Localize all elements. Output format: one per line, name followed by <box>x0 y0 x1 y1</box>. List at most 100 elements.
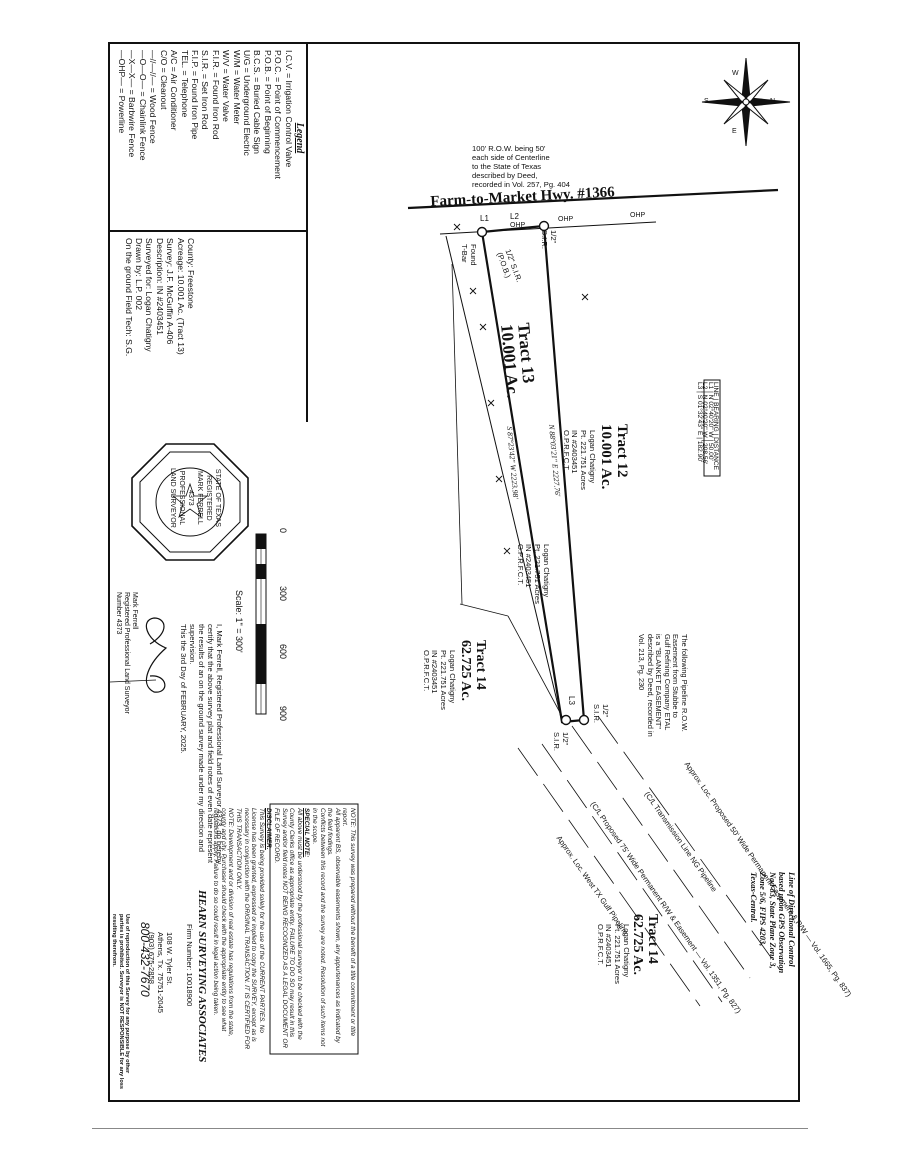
surveyor-seal <box>131 443 249 561</box>
row-note-line: each side of Centerline <box>472 153 550 162</box>
sir-south-east-label: 1/2" S.I.R. <box>592 704 610 723</box>
notes-box <box>269 803 359 1055</box>
note-line: NOTE: Development and or division of rea… <box>212 808 235 1037</box>
tract-14-label-east: Tract 14 62.725 Ac. <box>630 914 660 975</box>
tract-14-owner-west: Logan Chatigny Pt. 221.751 Acres IN #240… <box>421 650 457 710</box>
note-line: Texas-Central. <box>748 872 758 923</box>
ohp-label: OHP <box>630 212 646 219</box>
seal-text: STATE OF TEXAS REGISTERED MARK FERRELL 4… <box>168 468 222 528</box>
tract-acres: 62.725 Ac. <box>630 914 645 976</box>
line-table-border <box>703 379 721 477</box>
note-line: All apparent BS, observable easements sh… <box>326 808 341 1043</box>
l1-label: L1 <box>480 214 489 223</box>
cert-line: the results of an on the ground survey m… <box>197 624 206 852</box>
line-table: LINE | BEARING | DISTANCE L1 | N 02°40'2… <box>696 382 719 470</box>
monument-sir-south-east <box>578 714 590 726</box>
fence-line-west <box>445 235 563 723</box>
scale-text: Scale: 1" = 300' <box>234 590 244 653</box>
note-line: This Survey is being provided solely for… <box>235 808 265 1050</box>
plat-drawing <box>110 57 791 1055</box>
gulf-easement-note: The following Pipeline R.O.W. Easement f… <box>636 634 689 737</box>
seal-line: MARK FERRELL <box>196 471 203 525</box>
sir-line: 1/2" <box>549 230 558 244</box>
row-note-line: 100' R.O.W. being 50' <box>472 144 546 153</box>
note-line: described by Deed, recorded in <box>645 634 655 737</box>
signature-mark <box>145 617 168 693</box>
easement-line-4 <box>517 747 701 1007</box>
monument-sir-north <box>538 220 550 232</box>
highway-line <box>407 188 779 210</box>
cert-line: This the 3rd Day of FEBRUARY, 2025. <box>179 624 188 754</box>
sir-north-label: 1/2" S.I.R. <box>540 230 558 249</box>
table-row: L3 | S 01°32'43" E | 182.90' <box>696 382 704 463</box>
note-line: Nad 83, State Plane Zone 3, <box>767 872 777 969</box>
note-heading: DISCLAIMER: <box>265 808 273 850</box>
table-cell: S 01°32'43" E <box>696 394 704 436</box>
table-cell: 182.90' <box>696 440 704 463</box>
table-cell: L3 <box>696 382 704 390</box>
tract-14-label-west: Tract 14 62.725 Ac. <box>458 640 488 701</box>
owner-line: Pt. 221.751 Acres <box>579 430 589 490</box>
monument-pob <box>476 226 488 238</box>
sir-line: S.I.R. <box>552 732 561 751</box>
survey-notes: NOTE: This survey was prepared without t… <box>212 808 356 1050</box>
easement-line-3 <box>541 743 723 1003</box>
tract-12-owner: Logan Chatigny Pt. 221.751 Acres IN #240… <box>561 430 597 490</box>
l3-label: L3 <box>567 696 576 705</box>
row-note: 100' R.O.W. being 50' each side of Cente… <box>472 144 570 189</box>
sir-line: S.I.R. <box>540 230 549 249</box>
ohp-label: OHP <box>558 216 574 223</box>
scale-tick-900: 900 <box>278 706 288 722</box>
signature-line <box>110 679 157 683</box>
tract-acres: 10.001 Ac. <box>598 424 614 490</box>
seal-line: REGISTERED <box>205 475 212 521</box>
signature-line-text: Mark Ferrell <box>131 592 138 630</box>
tract-name: Tract 14 <box>473 640 488 690</box>
ohp-label: OHP <box>510 222 526 229</box>
sir-line: 1/2" <box>561 732 570 746</box>
note-line: All above must be understood by the prof… <box>273 808 303 1048</box>
barbwire-marks <box>453 223 589 555</box>
sir-line: 1/2" <box>601 704 610 718</box>
tract-12-label: Tract 12 10.001 Ac. <box>598 424 630 489</box>
tract-name: Tract 12 <box>614 424 630 478</box>
company-firm: Firm Number: 10018900 <box>185 924 194 1007</box>
owner-mid: Logan Chatigny Pt. 221.751 Acres IN #240… <box>515 544 551 604</box>
easement-line-1 <box>571 725 751 979</box>
owner-line: Logan Chatigny <box>448 650 457 704</box>
note-line: The following Pipeline R.O.W. <box>680 634 689 732</box>
sir-south-west-label: 1/2" S.I.R. <box>552 732 570 751</box>
owner-line: O.P.R.F.C.T. <box>421 650 431 692</box>
found-tbar-line: Found <box>469 244 478 266</box>
scale-tick-300: 300 <box>278 586 288 602</box>
note-line: NOTE: This survey was prepared without t… <box>341 808 356 1037</box>
north-letter: N <box>770 98 776 105</box>
info-box <box>110 232 308 422</box>
owner-line: O.P.R.F.C.T. <box>515 544 525 586</box>
seal-line: STATE OF TEXAS <box>214 468 221 527</box>
control-note: Line of Directional Control based upon G… <box>748 872 796 973</box>
owner-line: Pt. 221.751 Acres <box>439 650 449 710</box>
note-line: is a "BLANKET EASEMENT" <box>654 634 664 730</box>
row-note-line: recorded in Vol. 257, Pg. 404 <box>472 180 570 189</box>
signature-line-text: Number 4373 <box>115 592 122 635</box>
owner-line: O.P.R.F.C.T. <box>595 924 605 966</box>
note-line: Conflicts between this record and the su… <box>311 808 326 1047</box>
north-arrow-icon <box>701 57 791 147</box>
owner-line: Pt. 221.751 Acres <box>533 544 543 604</box>
north-letter: W <box>732 70 739 77</box>
row-note-line: to the State of Texas <box>472 162 542 171</box>
note-heading: SPECIAL NOTE: <box>303 808 311 858</box>
owner-line: IN #2403451 <box>570 430 580 474</box>
signature-line-text: Registered Professional Land Surveyor <box>123 592 130 714</box>
note-line: Vol. 213, Pg. 230 <box>637 634 647 691</box>
fence-jog <box>459 603 509 617</box>
page-footer-rule <box>92 1128 808 1129</box>
scale-tick-600: 600 <box>278 644 288 660</box>
signature-block: Mark Ferrell Registered Professional Lan… <box>114 592 138 714</box>
note-line: Gulf Refining Company ETAL <box>662 634 672 731</box>
tract-13-label: Tract 13 10.001 Ac. <box>497 322 538 399</box>
found-tbar-line: T-Bar <box>460 244 469 263</box>
scale-tick-0: 0 <box>278 528 288 534</box>
note-line: Zone 5/6, FIPS 4203, <box>758 872 768 947</box>
